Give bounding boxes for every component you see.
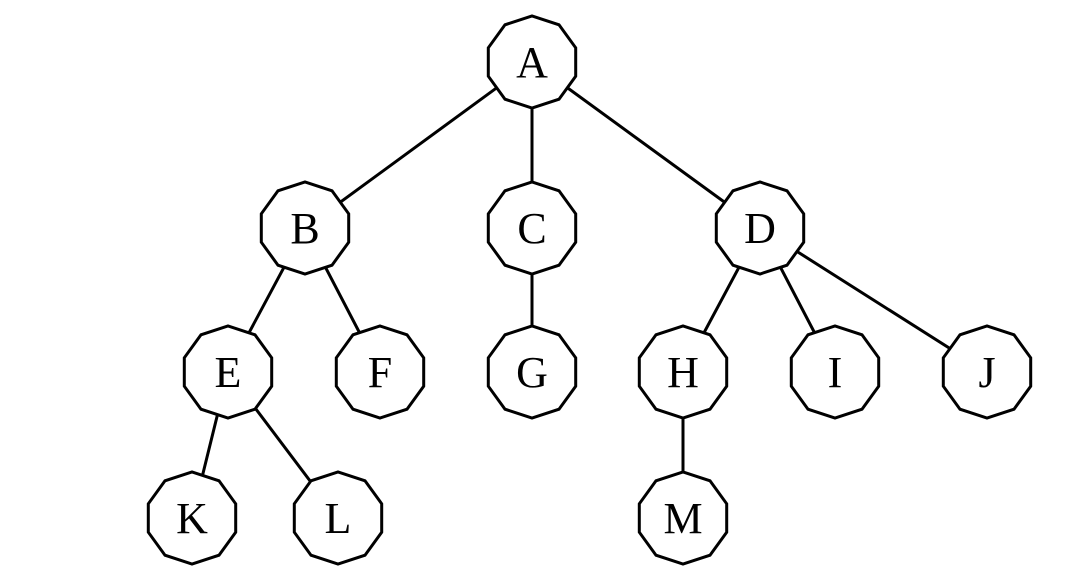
node-l: L — [292, 470, 384, 566]
node-shape-c — [486, 180, 578, 276]
node-label-e: E — [215, 348, 242, 397]
node-label-b: B — [290, 204, 319, 253]
node-label-h: H — [667, 348, 699, 397]
nodes-layer: A B C D E F G H I J K L M — [146, 14, 1033, 566]
node-label-j: J — [978, 348, 995, 397]
node-label-l: L — [325, 494, 352, 543]
node-shape-l — [292, 470, 384, 566]
node-shape-b — [259, 180, 351, 276]
node-label-m: M — [663, 494, 702, 543]
node-m: M — [637, 470, 729, 566]
node-label-g: G — [516, 348, 548, 397]
node-label-i: I — [828, 348, 843, 397]
node-shape-g — [486, 324, 578, 420]
node-k: K — [146, 470, 238, 566]
node-h: H — [637, 324, 729, 420]
node-g: G — [486, 324, 578, 420]
edge-a-d — [530, 60, 762, 230]
node-d: D — [714, 180, 806, 276]
node-shape-a — [486, 14, 578, 110]
edge-a-b — [303, 60, 534, 230]
node-shape-d — [714, 180, 806, 276]
node-shape-h — [637, 324, 729, 420]
node-a: A — [486, 14, 578, 110]
node-e: E — [182, 324, 274, 420]
node-c: C — [486, 180, 578, 276]
node-label-f: F — [368, 348, 392, 397]
node-shape-m — [637, 470, 729, 566]
node-shape-k — [146, 470, 238, 566]
node-shape-f — [334, 324, 426, 420]
node-label-c: C — [517, 204, 546, 253]
node-i: I — [789, 324, 881, 420]
node-b: B — [259, 180, 351, 276]
node-shape-i — [789, 324, 881, 420]
node-label-d: D — [744, 204, 776, 253]
node-label-k: K — [176, 494, 208, 543]
node-shape-j — [941, 324, 1033, 420]
node-j: J — [941, 324, 1033, 420]
node-shape-e — [182, 324, 274, 420]
node-label-a: A — [516, 38, 548, 87]
edges-layer — [190, 60, 989, 520]
node-f: F — [334, 324, 426, 420]
